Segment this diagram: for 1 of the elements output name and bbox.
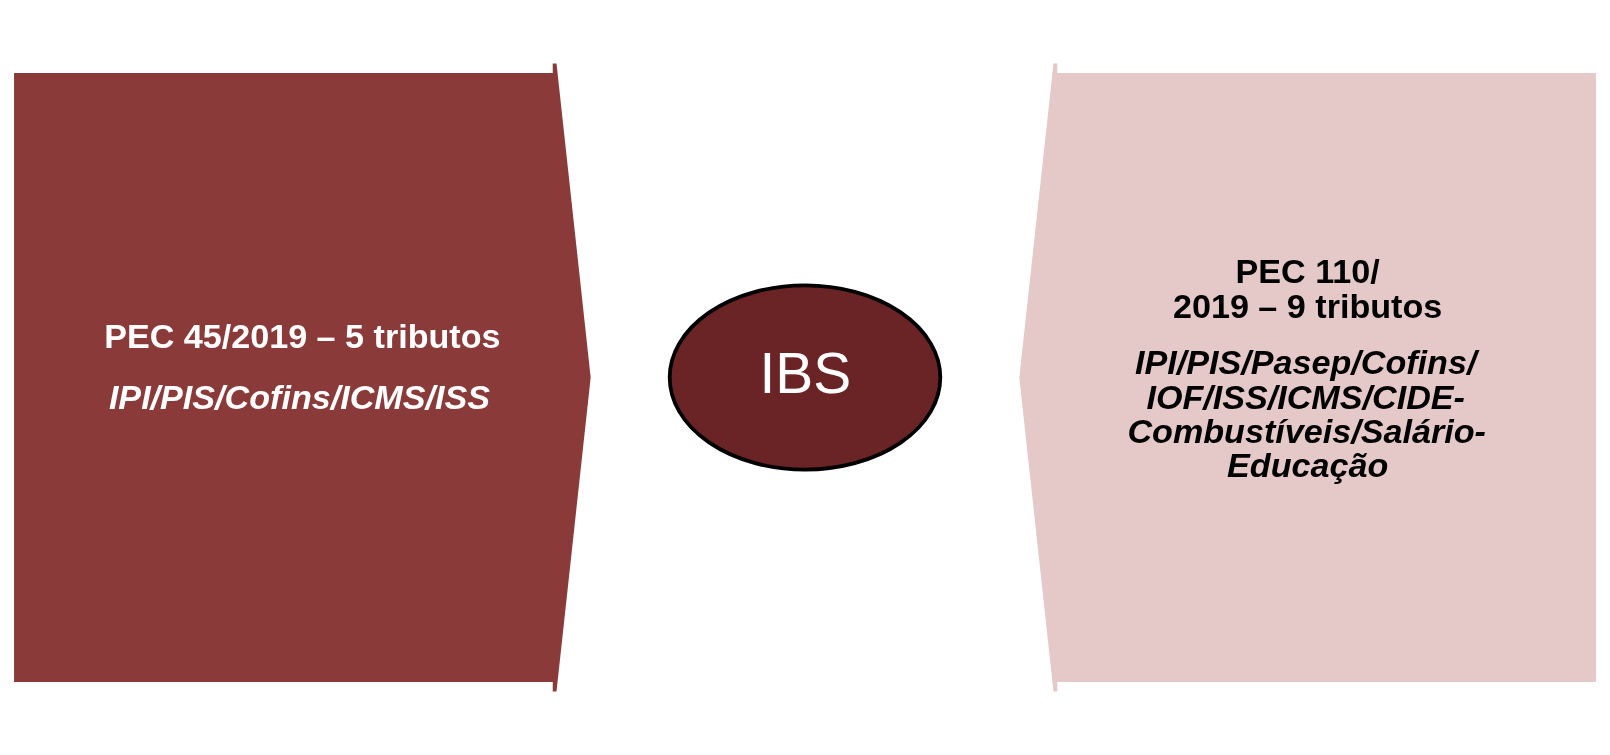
node-ellipse: IBS [667, 283, 943, 472]
